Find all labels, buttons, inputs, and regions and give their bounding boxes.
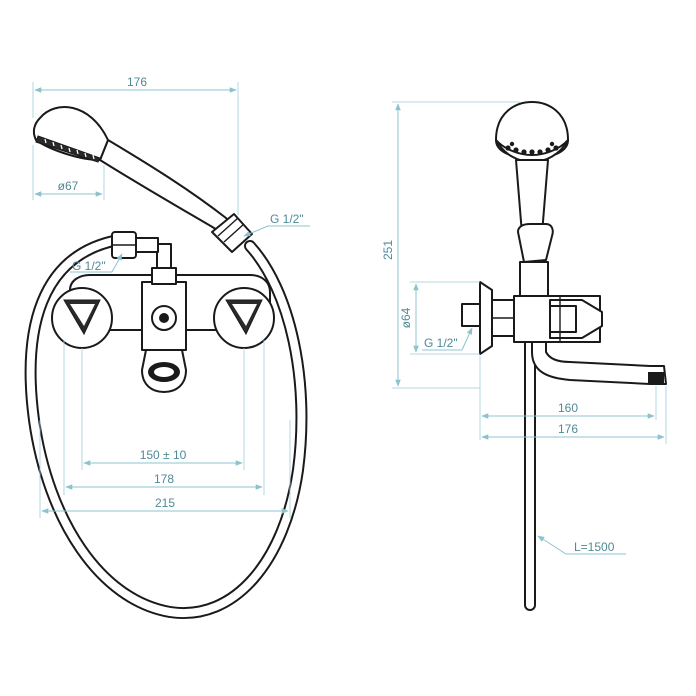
dim-front-center: 150 ± 10 (81, 348, 245, 470)
dim-front-215-label: 215 (155, 496, 175, 510)
side-view: 251 ø64 G 1/2" 160 176 (381, 101, 667, 611)
dim-front-215: 215 (39, 420, 291, 518)
dim-side-176: 176 (481, 386, 667, 444)
dim-front-176-label: 176 (127, 75, 147, 89)
dim-side-160: 160 (479, 356, 657, 440)
side-mixer-body (461, 281, 667, 385)
dim-side-thread-label: G 1/2" (424, 336, 458, 350)
dim-side-flange: ø64 (399, 281, 480, 355)
dim-front-176: 176 (32, 75, 239, 215)
dim-side-176-label: 176 (558, 422, 578, 436)
dim-side-hose-label: L=1500 (574, 540, 615, 554)
dim-front-thread-left-label: G 1/2" (72, 259, 106, 273)
dim-side-thread: G 1/2" (422, 327, 473, 351)
dim-front-head-dia: ø67 (32, 145, 105, 200)
dim-side-hose: L=1500 (537, 535, 626, 555)
dim-side-height: 251 (381, 101, 520, 389)
dim-side-flange-label: ø64 (399, 307, 413, 328)
side-shower-handset (495, 101, 569, 301)
dim-front-thread-left: G 1/2" (70, 253, 123, 273)
dim-front-head-dia-label: ø67 (58, 179, 79, 193)
dim-side-height-label: 251 (381, 240, 395, 260)
front-mixer-body (51, 231, 275, 393)
front-shower-handset (32, 106, 253, 253)
front-view: 176 ø67 G 1/2" G 1/2" 150 ± 10 (24, 75, 310, 620)
dim-front-thread-top: G 1/2" (243, 212, 310, 237)
dim-front-center-label: 150 ± 10 (140, 448, 187, 462)
dim-front-178-label: 178 (154, 472, 174, 486)
dim-front-178: 178 (63, 340, 265, 495)
dim-side-160-label: 160 (558, 401, 578, 415)
dim-front-thread-top-label: G 1/2" (270, 212, 304, 226)
